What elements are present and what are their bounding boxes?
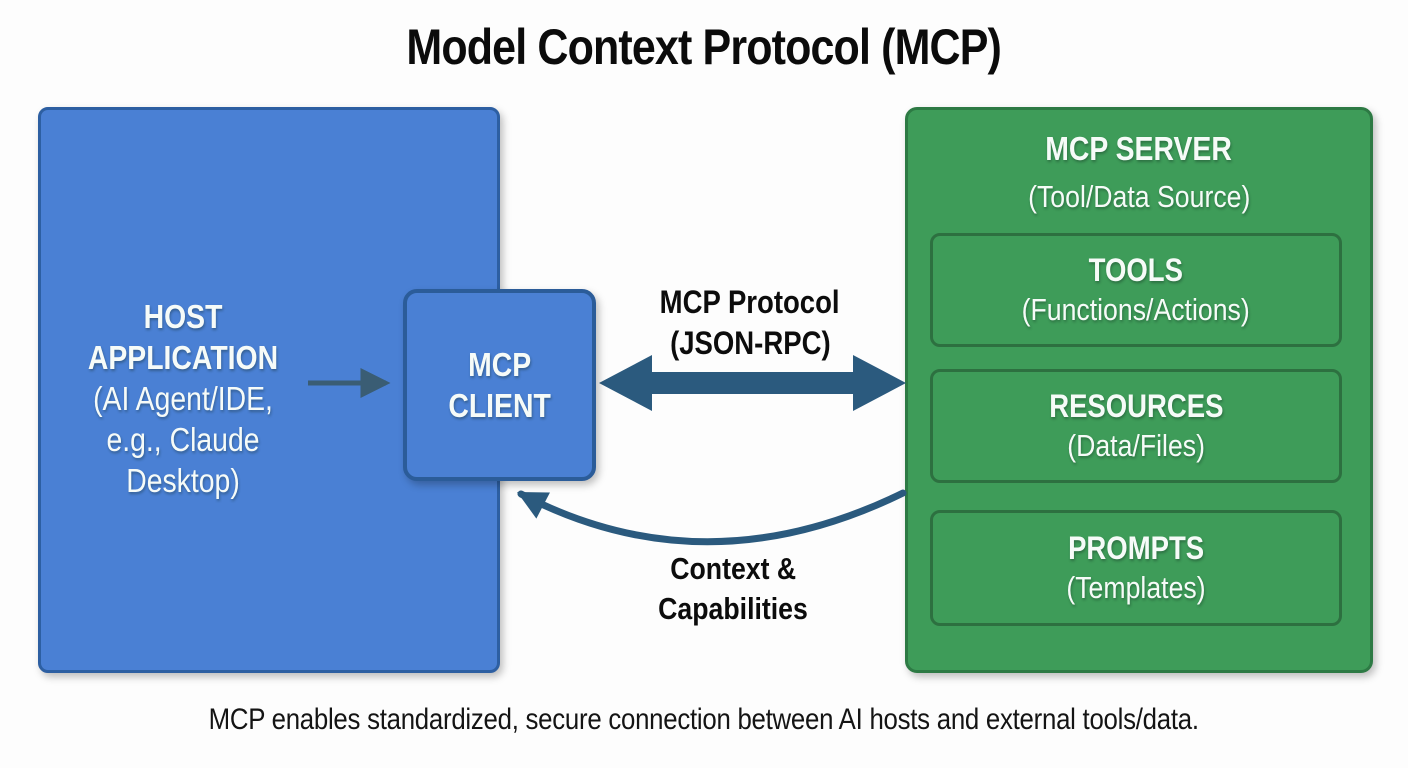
context-curved-arrow [517, 489, 907, 546]
page-title: Model Context Protocol (MCP) [0, 18, 1408, 76]
mcp-server-subtitle: (Tool/Data Source) [1027, 179, 1251, 214]
prompts-subtitle: (Templates) [1066, 570, 1206, 605]
tools-title: TOOLS [1088, 252, 1184, 288]
mcp-server-header: MCP SERVER (Tool/Data Source) [905, 128, 1373, 223]
host-line-5: Desktop) [126, 462, 240, 499]
host-line-2: APPLICATION [87, 339, 279, 376]
tools-box: TOOLS (Functions/Actions) [930, 233, 1342, 347]
protocol-label-line1: MCP Protocol [660, 284, 840, 320]
resources-box: RESOURCES (Data/Files) [930, 369, 1342, 483]
mcp-server-title: MCP SERVER [1045, 130, 1233, 167]
host-application-label: HOST APPLICATION (AI Agent/IDE, e.g., Cl… [58, 296, 307, 501]
resources-title: RESOURCES [1048, 388, 1224, 424]
host-line-1: HOST [143, 298, 223, 335]
host-line-4: e.g., Claude [106, 421, 260, 458]
context-label-line2: Capabilities [658, 591, 808, 626]
context-capabilities-label: Context & Capabilities [583, 549, 883, 629]
host-line-3: (AI Agent/IDE, [93, 380, 273, 417]
client-line-2: CLIENT [448, 387, 551, 424]
prompts-title: PROMPTS [1067, 530, 1205, 566]
protocol-label: MCP Protocol (JSON-RPC) [600, 282, 900, 364]
prompts-box: PROMPTS (Templates) [930, 510, 1342, 626]
protocol-label-line2: (JSON-RPC) [669, 325, 831, 361]
mcp-server-box [905, 107, 1373, 673]
diagram-caption-text: MCP enables standardized, secure connect… [208, 703, 1200, 736]
resources-subtitle: (Data/Files) [1067, 428, 1205, 463]
mcp-client-box: MCP CLIENT [403, 289, 596, 481]
page-title-text: Model Context Protocol (MCP) [406, 19, 1002, 75]
tools-subtitle: (Functions/Actions) [1021, 292, 1251, 327]
diagram-caption: MCP enables standardized, secure connect… [0, 703, 1408, 737]
context-label-line1: Context & [670, 551, 796, 586]
client-line-1: MCP [467, 346, 532, 383]
